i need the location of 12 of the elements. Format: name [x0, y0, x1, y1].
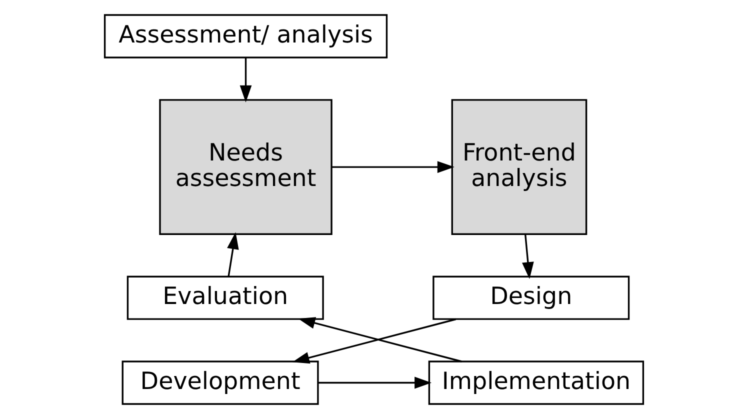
node-box: Implementation	[428, 360, 644, 405]
node-box: Design	[432, 276, 630, 320]
node-box: Front-end analysis	[450, 99, 587, 235]
node-box: Development	[121, 360, 318, 405]
arrow	[318, 376, 432, 389]
arrow	[226, 232, 238, 277]
node-box: Assessment/ analysis	[103, 14, 388, 58]
arrow	[331, 161, 454, 173]
arrow	[522, 234, 534, 280]
node-box: Needs assessment	[158, 99, 332, 235]
node-box: Evaluation	[126, 276, 324, 320]
arrow	[239, 58, 252, 102]
